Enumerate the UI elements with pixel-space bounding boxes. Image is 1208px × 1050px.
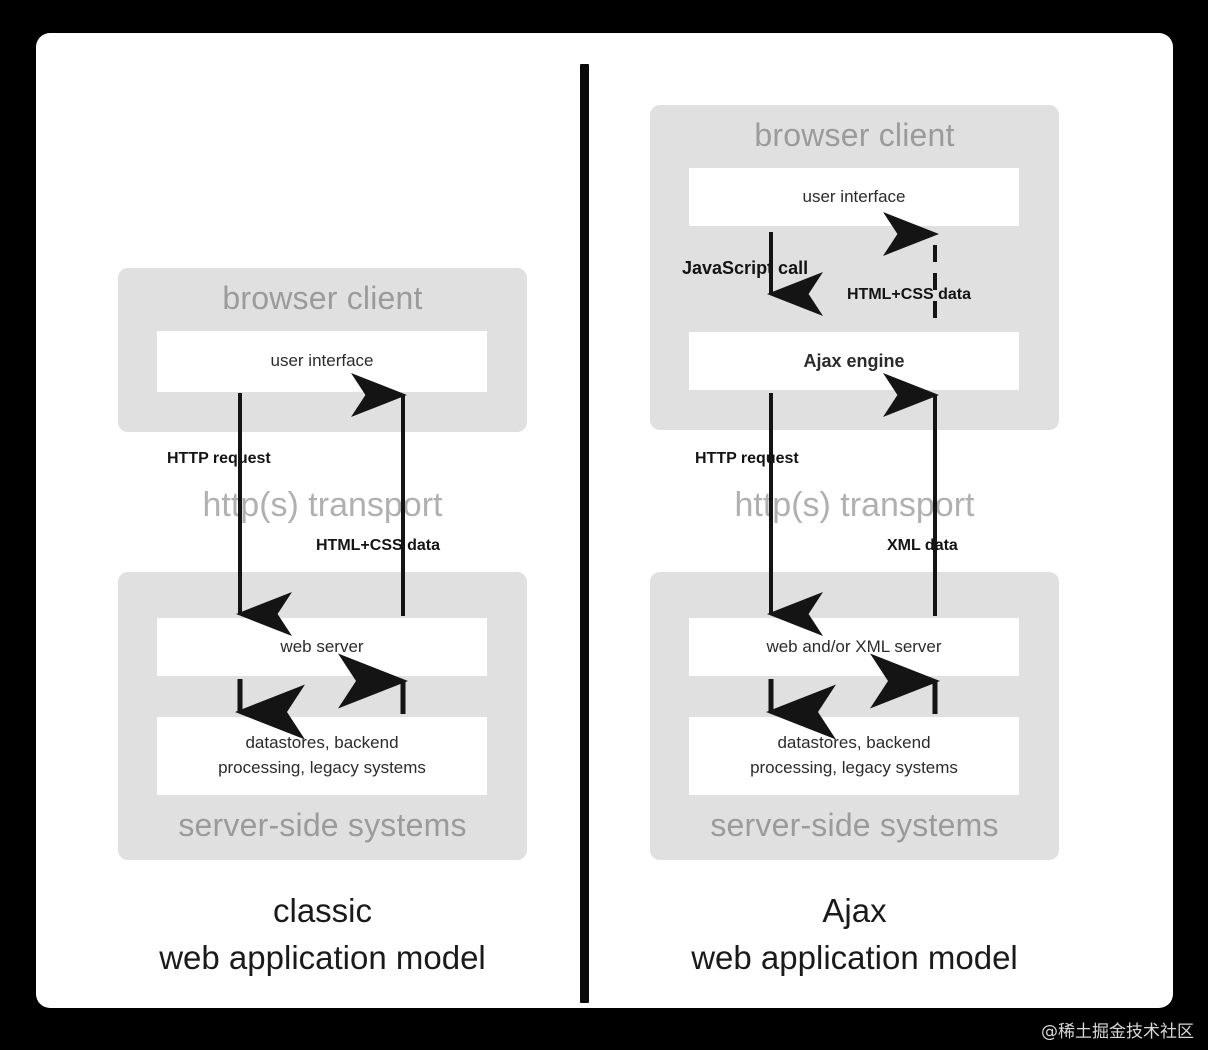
classic-user-interface-box: user interface <box>157 331 487 392</box>
classic-server-side-panel: web server datastores, backend processin… <box>118 572 527 860</box>
ajax-html-css-data-label: HTML+CSS data <box>847 286 972 303</box>
diagram-card: browser client user interface http(s) tr… <box>36 33 1173 1008</box>
ajax-caption-line2: web application model <box>691 938 1018 976</box>
ajax-server-side-title: server-side systems <box>710 807 999 843</box>
classic-caption: classic web application model <box>78 888 567 982</box>
ajax-browser-client-title: browser client <box>754 117 955 153</box>
ajax-http-request-label: HTTP request <box>695 450 799 467</box>
watermark: @稀土掘金技术社区 <box>1041 1022 1194 1042</box>
ajax-transport-label: http(s) transport <box>734 486 975 524</box>
classic-browser-client-panel: browser client user interface <box>118 268 527 432</box>
classic-server-side-title: server-side systems <box>178 807 467 843</box>
classic-browser-client-title: browser client <box>222 280 423 316</box>
classic-web-server-label: web server <box>280 636 364 656</box>
ajax-datastores-box: datastores, backend processing, legacy s… <box>689 717 1019 795</box>
ajax-browser-client-panel: browser client user interface Ajax engin… <box>650 105 1059 430</box>
ajax-caption: Ajax web application model <box>610 888 1099 982</box>
classic-datastores-line2: processing, legacy systems <box>218 758 426 777</box>
ajax-caption-line1: Ajax <box>822 892 887 929</box>
classic-html-css-data-label: HTML+CSS data <box>316 537 441 554</box>
ajax-xml-data-label: XML data <box>887 537 958 554</box>
classic-http-request-label: HTTP request <box>167 450 271 467</box>
ajax-javascript-call-label: JavaScript call <box>682 258 809 278</box>
ajax-datastores-line1: datastores, backend <box>777 733 931 753</box>
classic-datastores-box: datastores, backend processing, legacy s… <box>157 717 487 795</box>
classic-caption-line1: classic <box>272 892 373 929</box>
ajax-user-interface-box: user interface <box>689 168 1019 226</box>
classic-datastores-line1: datastores, backend <box>245 733 399 753</box>
ajax-engine-label: Ajax engine <box>803 350 905 371</box>
ajax-web-server-box: web and/or XML server <box>689 618 1019 676</box>
ajax-engine-box: Ajax engine <box>689 332 1019 390</box>
classic-caption-line2: web application model <box>159 938 486 976</box>
classic-transport-label: http(s) transport <box>202 486 443 524</box>
ajax-web-server-label: web and/or XML server <box>766 636 942 656</box>
ajax-datastores-line2: processing, legacy systems <box>750 758 958 777</box>
ajax-user-interface-label: user interface <box>802 186 906 206</box>
vertical-divider <box>580 64 589 1003</box>
classic-user-interface-label: user interface <box>270 351 374 371</box>
ajax-server-side-panel: web and/or XML server datastores, backen… <box>650 572 1059 860</box>
classic-web-server-box: web server <box>157 618 487 676</box>
